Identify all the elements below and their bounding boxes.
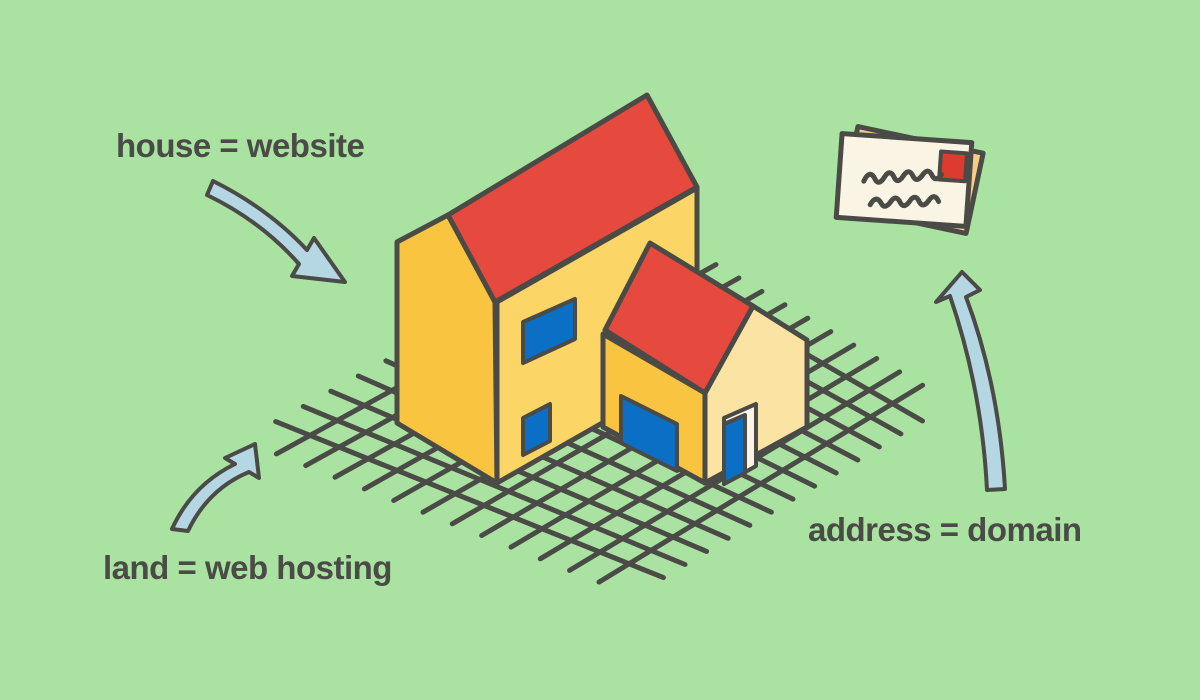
address-domain-label: address = domain [808, 511, 1082, 548]
small-house-icon [600, 240, 810, 486]
big-house-window-upper [521, 297, 577, 365]
small-house-roof [602, 240, 756, 396]
envelope-icon [833, 124, 986, 236]
envelope-address-squiggle-1 [861, 168, 944, 185]
envelope-stamp [937, 149, 970, 184]
envelope-address-squiggle-2 [867, 194, 942, 209]
small-house-door [722, 413, 747, 486]
small-house-window [619, 394, 679, 473]
arrow-to-house-icon [205, 179, 347, 284]
big-house-roof [445, 92, 700, 305]
arrow-to-land-icon [170, 442, 261, 533]
grid-line [596, 382, 926, 585]
big-house-window-lower [521, 402, 552, 457]
house-website-label: house = website [116, 127, 365, 164]
land-webhosting-label: land = web hosting [103, 549, 392, 586]
arrow-to-envelope-icon [934, 270, 1007, 492]
